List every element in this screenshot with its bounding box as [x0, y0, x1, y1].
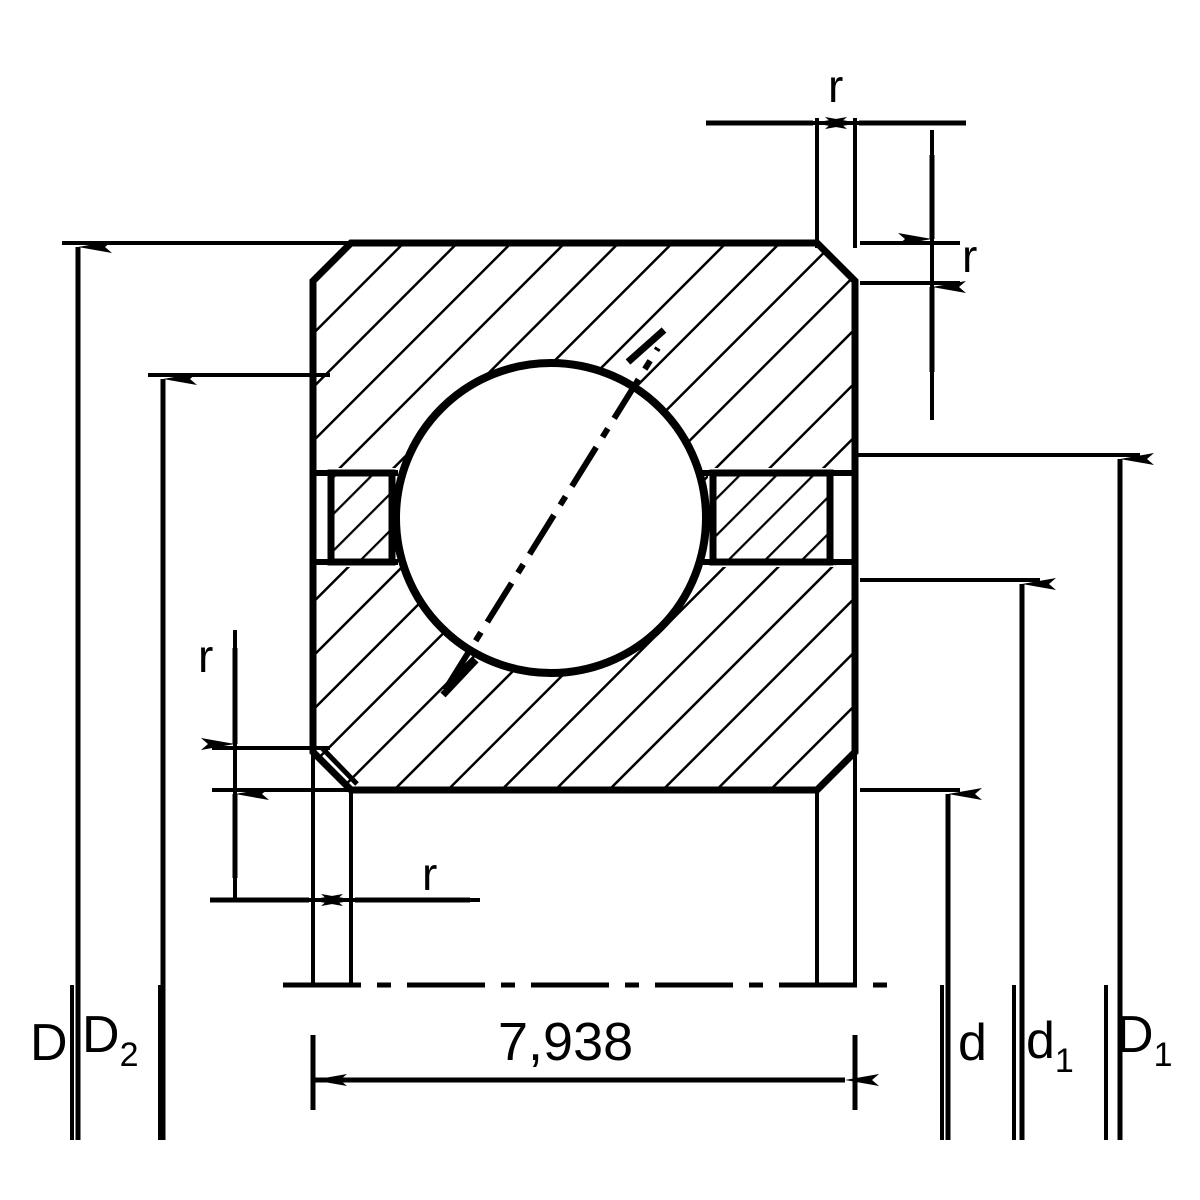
- contact-angle-tick-upper: [625, 327, 667, 365]
- label-r-top: r: [828, 60, 843, 112]
- width-dimension-line: [310, 1035, 879, 1110]
- contact-angle-centerline: [442, 346, 661, 692]
- label-d: d: [958, 1014, 987, 1072]
- width-dimension-text: 7,938: [498, 1012, 633, 1072]
- label-D1: D1: [1116, 1006, 1172, 1074]
- label-r-left: r: [198, 630, 213, 682]
- label-d1: d1: [1026, 1012, 1074, 1080]
- seal-block-right: [709, 469, 834, 566]
- contact-angle-tick-lower: [440, 657, 479, 698]
- label-r-right: r: [962, 230, 977, 282]
- label-r-bottom: r: [422, 848, 437, 900]
- seal-block-left: [327, 469, 396, 566]
- label-D: D: [30, 1014, 68, 1072]
- inner-chamfer-line: [320, 746, 359, 786]
- label-D2: D2: [82, 1006, 138, 1074]
